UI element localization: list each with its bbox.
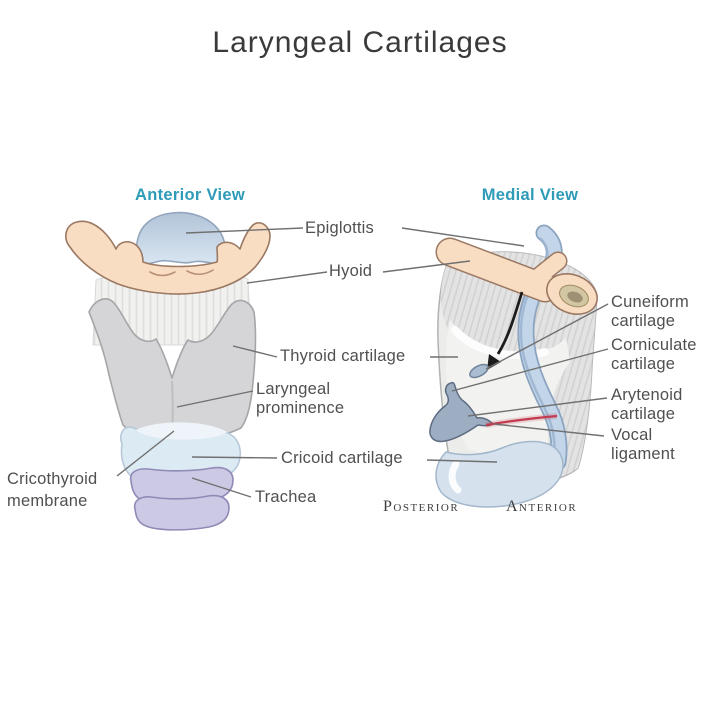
anterior-view-figure xyxy=(65,211,271,531)
cricoid-cartilage-label: Cricoid cartilage xyxy=(281,449,403,467)
leader-lines xyxy=(116,227,609,498)
laryngeal-prominence-label: Laryngeal prominence xyxy=(256,380,345,417)
leader-arytenoid xyxy=(467,397,608,417)
cuneiform-cartilage-label: Cuneiform cartilage xyxy=(611,293,689,330)
leader-cricoid-right xyxy=(426,459,498,463)
leader-cricoid-left xyxy=(191,456,278,459)
anterior-orientation-label: Anterior xyxy=(506,498,578,515)
cricothyroid-membrane-label: Cricothyroid membrane xyxy=(7,470,98,510)
leader-hyoid-right xyxy=(382,260,471,273)
leader-cuneiform xyxy=(485,303,609,370)
cricothyroid-membrane-shape xyxy=(136,422,227,440)
epiglottis-label: Epiglottis xyxy=(305,219,374,237)
medial-cricoid-shape xyxy=(435,440,564,508)
leader-hyoid-left xyxy=(246,271,328,284)
posterior-orientation-label: Posterior xyxy=(383,498,460,515)
vocal-ligament-shape xyxy=(485,414,558,427)
leader-trachea xyxy=(191,477,252,498)
leader-corniculate xyxy=(451,348,609,392)
leader-epiglottis-right xyxy=(401,227,525,247)
leader-cricothyroid-membrane xyxy=(116,430,175,477)
leader-thyroid-left xyxy=(232,345,278,358)
vocal-ligament-label: Vocal ligament xyxy=(611,426,675,463)
medial-hyoid-prong xyxy=(525,253,566,289)
medial-view-figure xyxy=(429,224,598,508)
hyoid-crease-left xyxy=(149,271,176,277)
trachea-label: Trachea xyxy=(255,488,317,506)
arytenoid-cartilage-label: Arytenoid cartilage xyxy=(611,386,683,423)
arytenoid-cartilage-shape xyxy=(429,381,494,443)
medial-view-heading: Medial View xyxy=(481,186,579,204)
medial-hyoid-core xyxy=(567,291,583,303)
page-title: Laryngeal Cartilages xyxy=(212,26,508,59)
medial-hyoid-group xyxy=(435,237,598,315)
anterior-hyoid-shape xyxy=(65,220,271,295)
trachea-ring-2 xyxy=(133,494,230,531)
medial-cricoid-highlight xyxy=(448,460,462,494)
hyoid-label: Hyoid xyxy=(329,262,373,280)
cuneiform-cartilage-shape xyxy=(469,363,489,379)
corniculate-cartilage-label: Corniculate cartilage xyxy=(611,336,697,373)
leader-epiglottis-left xyxy=(185,227,304,234)
leader-vocal-ligament xyxy=(493,423,605,437)
leader-laryngeal-prominence xyxy=(176,390,254,408)
hyoid-crease-right xyxy=(186,269,214,276)
anterior-view-heading: Anterior View xyxy=(135,186,245,204)
thyroid-cartilage-label: Thyroid cartilage xyxy=(280,347,406,365)
